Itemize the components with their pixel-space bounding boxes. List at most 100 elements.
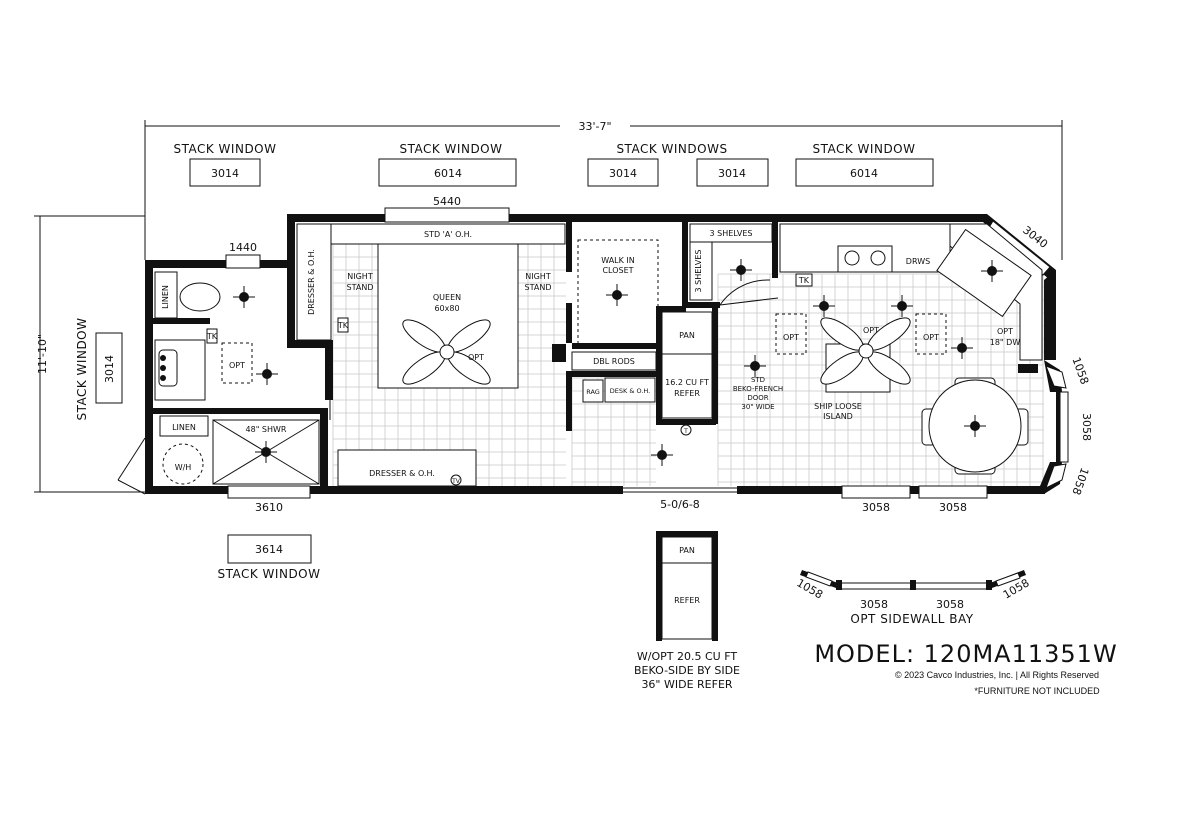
svg-text:RAG: RAG xyxy=(586,388,600,396)
ceiling-light-icon xyxy=(730,259,752,281)
svg-text:OPT: OPT xyxy=(863,326,879,335)
overall-width-dimension: 11'-10" xyxy=(34,215,145,493)
ceiling-fan-kitchen xyxy=(820,317,911,385)
svg-text:CLOSET: CLOSET xyxy=(602,266,633,275)
dbl-rods xyxy=(571,351,657,371)
window-1058-top-label: 1058 xyxy=(1069,355,1091,386)
overall-width-label: 11'-10" xyxy=(36,334,49,374)
svg-text:STACK WINDOW: STACK WINDOW xyxy=(173,142,276,156)
window-3610-label: 3610 xyxy=(255,501,283,514)
svg-text:BEKO-FRENCH: BEKO-FRENCH xyxy=(733,385,783,393)
svg-text:3014: 3014 xyxy=(103,355,116,383)
title-block: MODEL: 120MA11351W © 2023 Cavco Industri… xyxy=(814,640,1117,696)
ceiling-light-icon xyxy=(744,355,766,377)
stack-window-callout-bottom: 3614 STACK WINDOW xyxy=(217,534,320,581)
door-size-label: 5-0/6-8 xyxy=(660,498,700,511)
svg-text:DRWS: DRWS xyxy=(906,257,930,266)
front-door: 5-0/6-8 xyxy=(623,486,737,511)
svg-text:30" WIDE: 30" WIDE xyxy=(741,403,774,411)
linen-closet-top xyxy=(154,271,178,319)
svg-text:3014: 3014 xyxy=(609,167,637,180)
interior-walls xyxy=(153,214,779,494)
svg-text:DBL RODS: DBL RODS xyxy=(593,357,635,366)
svg-text:18" DW: 18" DW xyxy=(990,338,1021,347)
pantry xyxy=(661,311,713,355)
svg-text:BEKO-SIDE BY SIDE: BEKO-SIDE BY SIDE xyxy=(634,664,740,677)
ceiling-light-icon xyxy=(233,286,255,308)
svg-text:WALK IN: WALK IN xyxy=(601,256,635,265)
water-heater xyxy=(162,443,204,485)
ceiling-light-icon xyxy=(651,444,673,466)
svg-text:3014: 3014 xyxy=(718,167,746,180)
pantry-refrigerator: 3 SHELVES 3 SHELVES PAN 16.2 CU FT REFER… xyxy=(661,223,783,436)
ceiling-light-icon xyxy=(255,441,277,463)
ceiling-fan-bedroom xyxy=(402,319,491,385)
window-3058-side-label: 3058 xyxy=(1080,413,1093,441)
svg-text:DRESSER & O.H.: DRESSER & O.H. xyxy=(369,469,435,478)
stack-window-callout-1: STACK WINDOW 3014 xyxy=(173,142,276,187)
svg-text:3 SHELVES: 3 SHELVES xyxy=(710,229,753,238)
ceiling-light-icon xyxy=(606,284,628,306)
tk-label-3: TK xyxy=(798,276,810,285)
svg-text:PAN: PAN xyxy=(679,331,695,340)
svg-text:3058: 3058 xyxy=(936,598,964,611)
svg-text:LINEN: LINEN xyxy=(161,285,170,309)
svg-text:STACK WINDOWS: STACK WINDOWS xyxy=(616,142,727,156)
overall-length-dimension: 33'-7" xyxy=(144,118,1063,260)
window-3058-b-label: 3058 xyxy=(939,501,967,514)
window-5440-label: 5440 xyxy=(433,195,461,208)
svg-text:QUEEN: QUEEN xyxy=(433,293,461,302)
svg-text:STACK WINDOW: STACK WINDOW xyxy=(399,142,502,156)
overall-length-label: 33'-7" xyxy=(578,120,611,133)
dresser-vertical xyxy=(296,223,332,341)
svg-text:6014: 6014 xyxy=(850,167,878,180)
furniture-note: *FURNITURE NOT INCLUDED xyxy=(974,686,1100,696)
stack-windows-callout-3: STACK WINDOWS 3014 3014 xyxy=(587,142,769,187)
stack-window-callout-4: STACK WINDOW 6014 xyxy=(795,142,934,187)
tk-label-1: TK xyxy=(206,332,218,341)
svg-text:OPT: OPT xyxy=(229,361,245,370)
svg-text:OPT: OPT xyxy=(468,353,484,362)
window-3058-a-label: 3058 xyxy=(862,501,890,514)
svg-text:REFER: REFER xyxy=(674,596,700,605)
svg-text:16.2 CU FT: 16.2 CU FT xyxy=(665,378,709,387)
ceiling-light-icon xyxy=(981,260,1003,282)
svg-text:STACK WINDOW: STACK WINDOW xyxy=(812,142,915,156)
svg-text:3 SHELVES: 3 SHELVES xyxy=(694,250,703,293)
ceiling-light-icon xyxy=(256,363,278,385)
svg-text:REFER: REFER xyxy=(674,389,700,398)
model-number: MODEL: 120MA11351W xyxy=(814,640,1117,668)
window-1440-label: 1440 xyxy=(229,241,257,254)
svg-text:48" SHWR: 48" SHWR xyxy=(246,425,287,434)
svg-text:W/H: W/H xyxy=(175,463,192,472)
svg-text:LINEN: LINEN xyxy=(172,423,196,432)
svg-text:NIGHT: NIGHT xyxy=(525,272,551,281)
queen-bed xyxy=(377,243,519,389)
svg-text:PAN: PAN xyxy=(679,546,695,555)
svg-text:DESK & O.H.: DESK & O.H. xyxy=(610,387,650,395)
linen-closet-bottom xyxy=(159,415,209,437)
svg-text:SHIP LOOSE: SHIP LOOSE xyxy=(814,402,862,411)
opt-bath-fan xyxy=(221,342,253,384)
stack-window-callout-left: STACK WINDOW 3014 xyxy=(75,317,123,421)
desk xyxy=(604,377,656,403)
svg-text:STD 'A' O.H.: STD 'A' O.H. xyxy=(424,230,472,239)
ceiling-light-icon xyxy=(813,295,835,317)
svg-text:6014: 6014 xyxy=(434,167,462,180)
svg-text:STAND: STAND xyxy=(347,283,374,292)
svg-text:STACK WINDOW: STACK WINDOW xyxy=(217,567,320,581)
svg-text:60x80: 60x80 xyxy=(434,304,459,313)
window-1058-bottom-label: 1058 xyxy=(1069,466,1091,497)
svg-text:DRESSER & O.H.: DRESSER & O.H. xyxy=(307,249,316,315)
svg-text:36" WIDE REFER: 36" WIDE REFER xyxy=(641,678,732,691)
svg-text:OPT: OPT xyxy=(923,333,939,342)
walk-in-closet: WALK IN CLOSET DBL RODS RAG DESK & O.H. xyxy=(571,239,659,403)
ceiling-light-icon xyxy=(964,415,986,437)
tk-label-2: TK xyxy=(337,321,349,330)
detail-optional-refer: PAN REFER W/OPT 20.5 CU FT BEKO-SIDE BY … xyxy=(634,531,740,691)
svg-text:3014: 3014 xyxy=(211,167,239,180)
kitchen: DRWS TK OPT 18" DW OPT OPT OPT SHIP LOOS… xyxy=(775,223,1043,475)
svg-text:W/OPT 20.5 CU FT: W/OPT 20.5 CU FT xyxy=(637,650,737,663)
ceiling-lights xyxy=(233,259,1003,466)
